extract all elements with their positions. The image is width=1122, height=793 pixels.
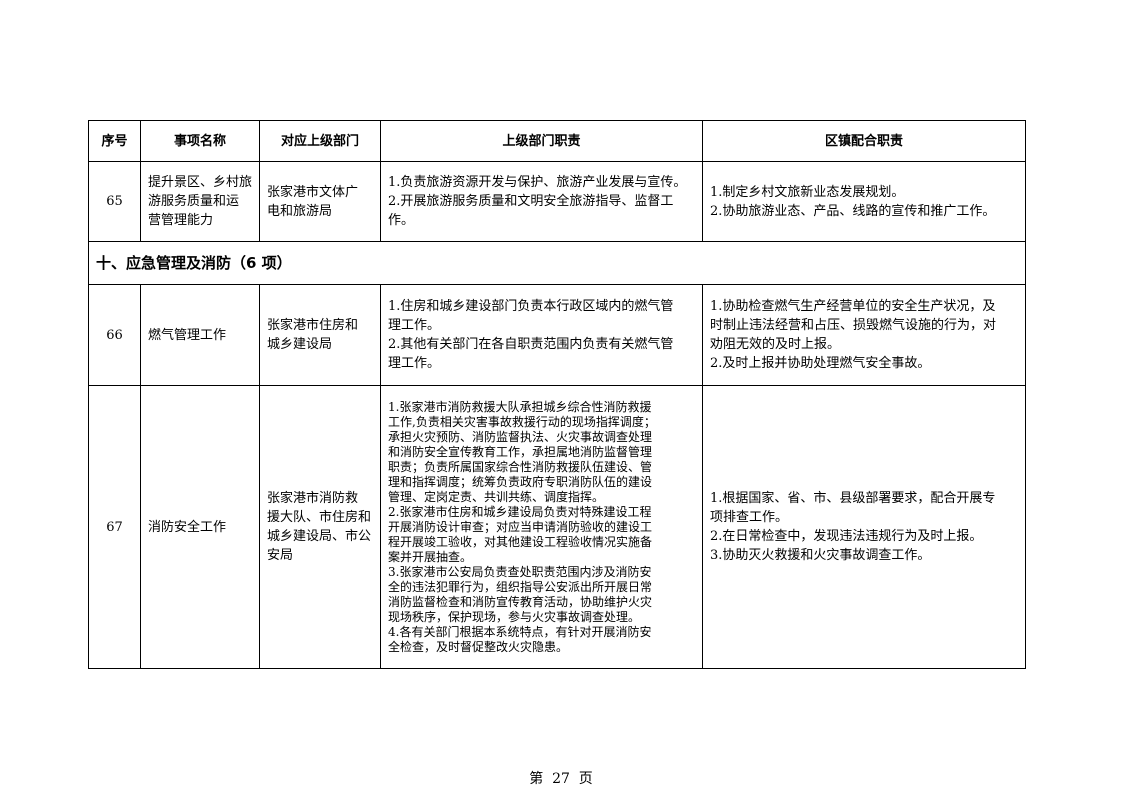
town-cooperation-duty: 1.制定乡村文旅新业态发展规划。 2.协助旅游业态、产品、线路的宣传和推广工作。 bbox=[702, 161, 1026, 242]
header-cell: 对应上级部门 bbox=[259, 120, 381, 162]
department-duty: 1.住房和城乡建设部门负责本行政区域内的燃气管 理工作。 2.其他有关部门在各自… bbox=[380, 284, 703, 386]
table-row: 66 燃气管理工作 张家港市住房和 城乡建设局 1.住房和城乡建设部门负责本行政… bbox=[88, 284, 1026, 386]
department: 张家港市消防救 援大队、市住房和 城乡建设局、市公 安局 bbox=[259, 385, 381, 669]
department: 张家港市住房和 城乡建设局 bbox=[259, 284, 381, 386]
header-cell: 序号 bbox=[88, 120, 141, 162]
page-number: 第 27 页 bbox=[529, 771, 593, 787]
duty-table: 序号 事项名称 对应上级部门 上级部门职责 区镇配合职责 65 提升景区、乡村旅… bbox=[88, 120, 1026, 669]
row-number: 67 bbox=[88, 385, 141, 669]
item-name: 消防安全工作 bbox=[140, 385, 260, 669]
section-title: 十、应急管理及消防（6 项） bbox=[88, 241, 1026, 285]
header-cell: 事项名称 bbox=[140, 120, 260, 162]
header-cell: 区镇配合职责 bbox=[702, 120, 1026, 162]
town-cooperation-duty: 1.根据国家、省、市、县级部署要求，配合开展专 项排查工作。 2.在日常检查中，… bbox=[702, 385, 1026, 669]
table-row: 67 消防安全工作 张家港市消防救 援大队、市住房和 城乡建设局、市公 安局 1… bbox=[88, 385, 1026, 669]
department-duty: 1.张家港市消防救援大队承担城乡综合性消防救援 工作,负责相关灾害事故救援行动的… bbox=[380, 385, 703, 669]
department: 张家港市文体广 电和旅游局 bbox=[259, 161, 381, 242]
item-name: 提升景区、乡村旅 游服务质量和运 营管理能力 bbox=[140, 161, 260, 242]
table-header: 序号 事项名称 对应上级部门 上级部门职责 区镇配合职责 bbox=[88, 120, 1026, 162]
table-row: 65 提升景区、乡村旅 游服务质量和运 营管理能力 张家港市文体广 电和旅游局 … bbox=[88, 161, 1026, 242]
department-duty: 1.负责旅游资源开发与保护、旅游产业发展与宣传。 2.开展旅游服务质量和文明安全… bbox=[380, 161, 703, 242]
header-cell: 上级部门职责 bbox=[380, 120, 703, 162]
item-name: 燃气管理工作 bbox=[140, 284, 260, 386]
town-cooperation-duty: 1.协助检查燃气生产经营单位的安全生产状况，及 时制止违法经营和占压、损毁燃气设… bbox=[702, 284, 1026, 386]
row-number: 65 bbox=[88, 161, 141, 242]
section-row: 十、应急管理及消防（6 项） bbox=[88, 241, 1026, 285]
row-number: 66 bbox=[88, 284, 141, 386]
